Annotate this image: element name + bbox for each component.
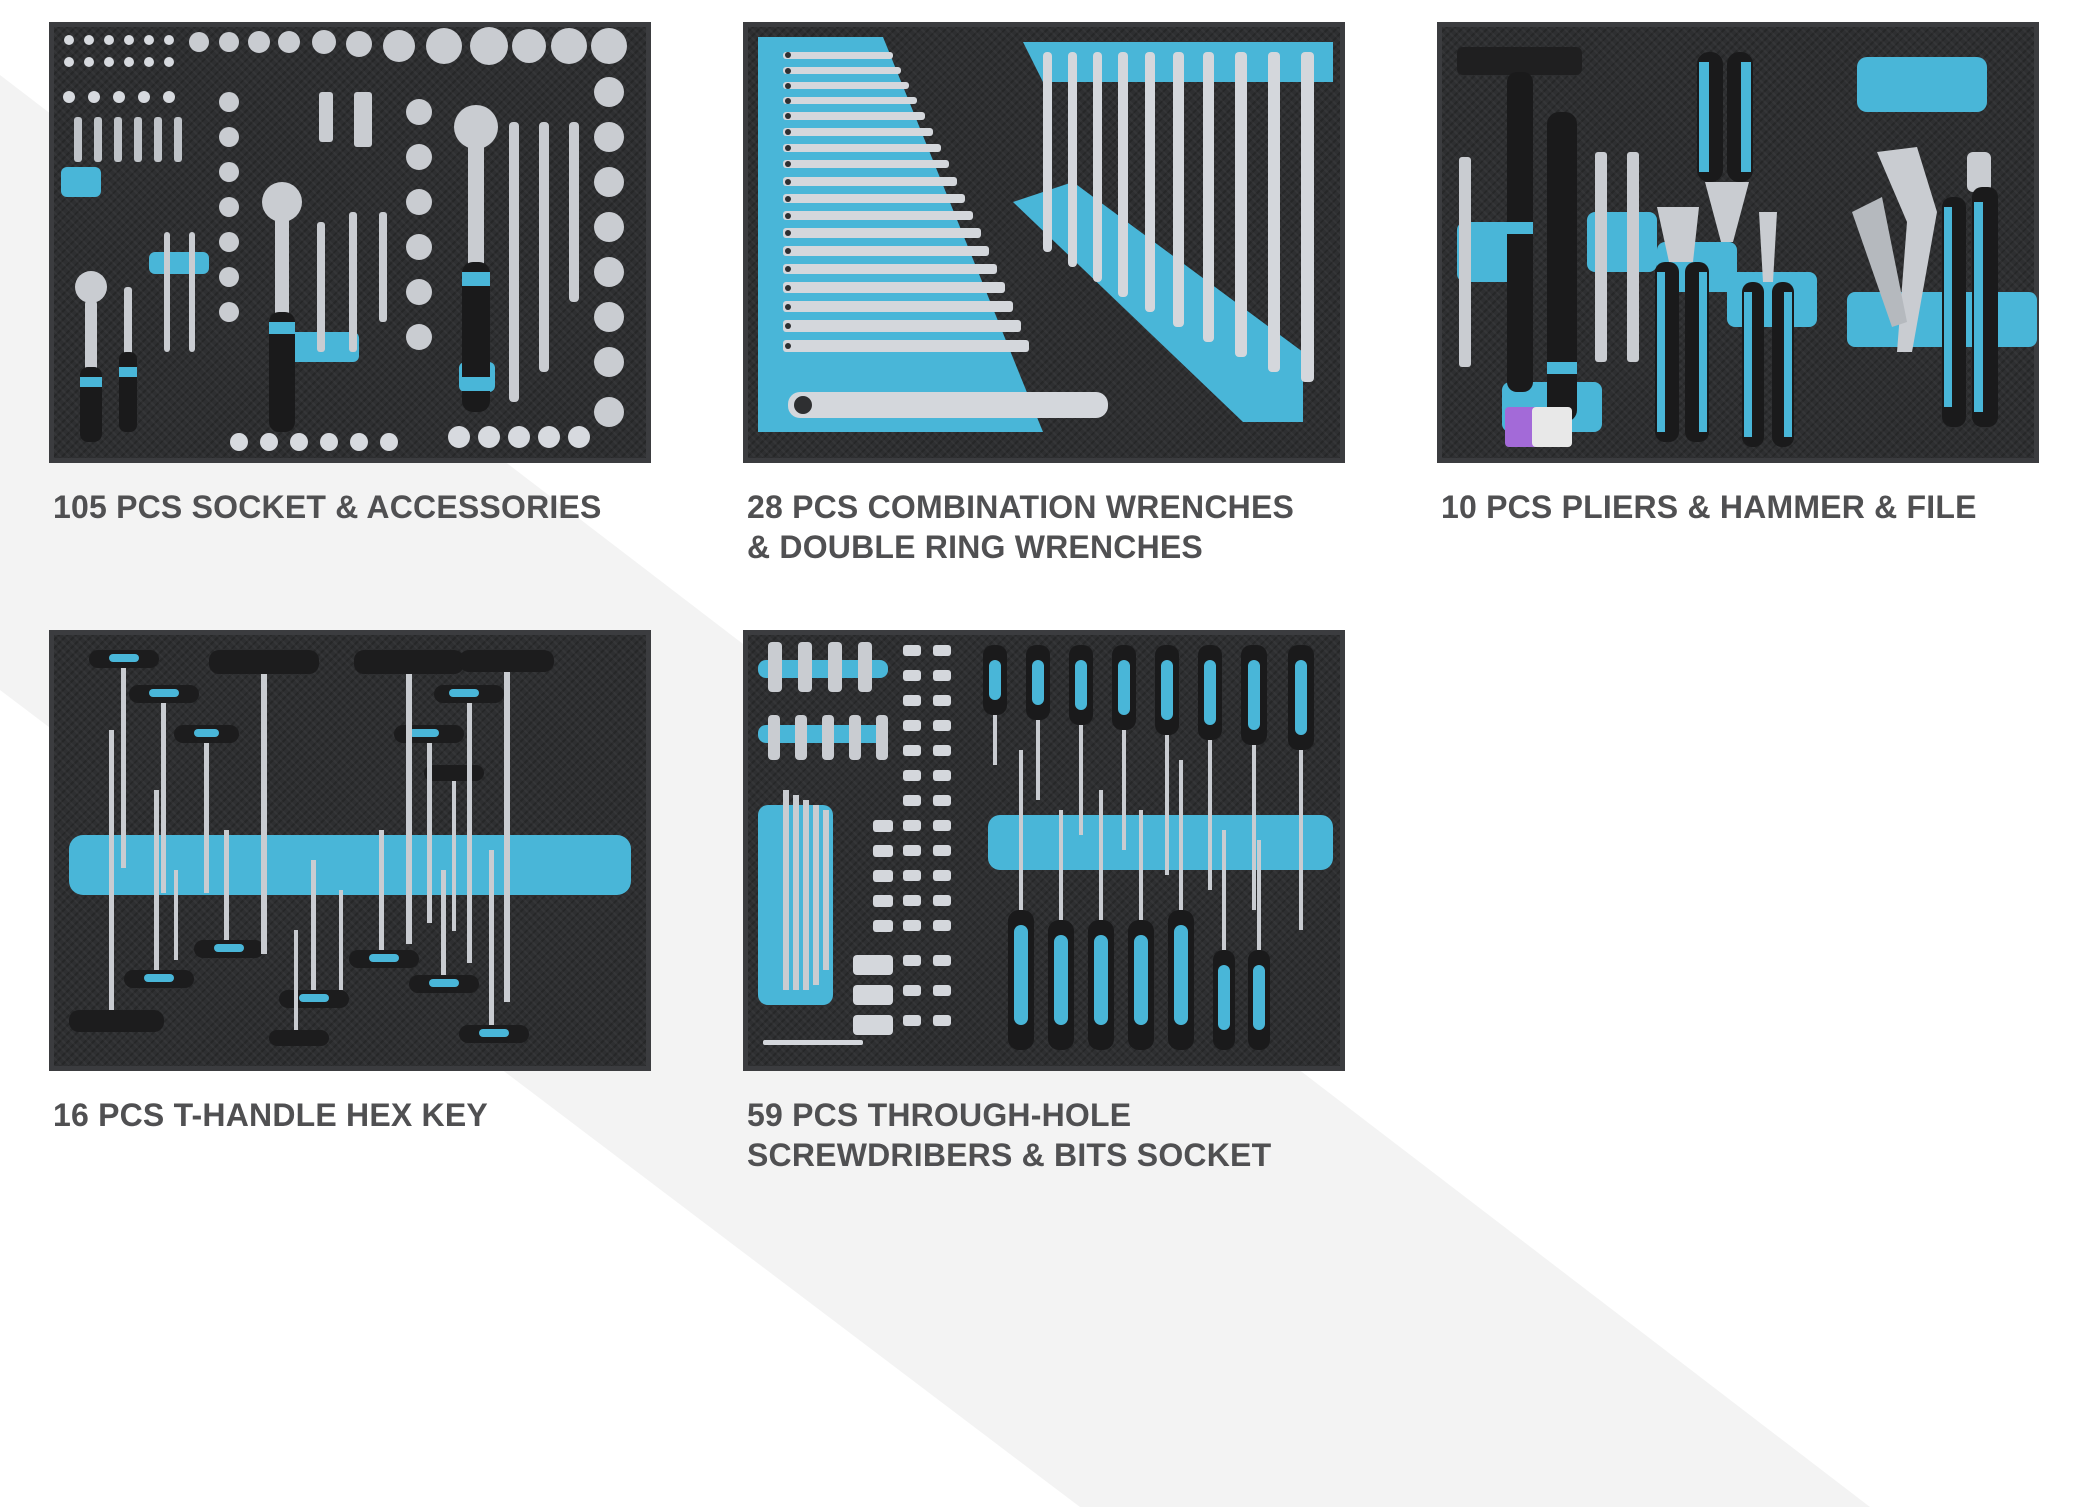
wrenches-illustration bbox=[758, 37, 1333, 432]
set-caption: 59 PCS THROUGH-HOLE SCREWDRIBERS & BITS … bbox=[747, 1095, 1347, 1175]
tray-image-screwdrivers bbox=[743, 630, 1345, 1071]
caption-line: & DOUBLE RING WRENCHES bbox=[747, 529, 1203, 565]
set-caption: 105 PCS SOCKET & ACCESSORIES bbox=[53, 487, 653, 527]
screwdrivers-illustration bbox=[758, 642, 1333, 1050]
caption-line: 59 PCS THROUGH-HOLE bbox=[747, 1097, 1132, 1133]
caption-line: 105 PCS SOCKET & ACCESSORIES bbox=[53, 489, 602, 525]
hex-keys-illustration bbox=[69, 650, 631, 1046]
sockets-illustration bbox=[61, 27, 627, 451]
pliers-illustration bbox=[1457, 47, 2037, 447]
caption-line: 28 PCS COMBINATION WRENCHES bbox=[747, 489, 1295, 525]
set-caption: 16 PCS T-HANDLE HEX KEY bbox=[53, 1095, 653, 1135]
set-caption: 10 PCS PLIERS & HAMMER & FILE bbox=[1441, 487, 2041, 527]
tray-image-wrenches bbox=[743, 22, 1345, 463]
caption-line: SCREWDRIBERS & BITS SOCKET bbox=[747, 1137, 1272, 1173]
caption-line: 16 PCS T-HANDLE HEX KEY bbox=[53, 1097, 488, 1133]
tray-image-pliers bbox=[1437, 22, 2039, 463]
set-caption: 28 PCS COMBINATION WRENCHES & DOUBLE RIN… bbox=[747, 487, 1347, 567]
caption-line: 10 PCS PLIERS & HAMMER & FILE bbox=[1441, 489, 1977, 525]
tray-image-sockets bbox=[49, 22, 651, 463]
tray-image-hex-keys bbox=[49, 630, 651, 1071]
